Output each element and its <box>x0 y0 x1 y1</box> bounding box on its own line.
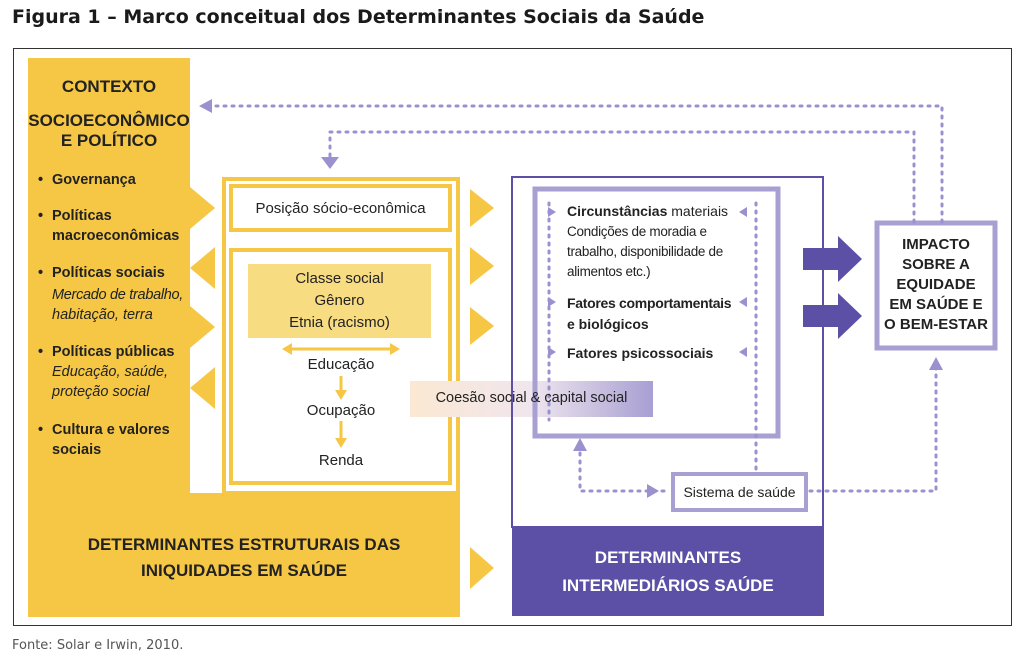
fatores-psico: Fatores psicossociais <box>567 345 714 361</box>
circunstancias-sub-2: trabalho, disponibilidade de <box>567 244 723 259</box>
impacto-line-1: IMPACTO <box>902 236 970 253</box>
circunstancias-sub-1: Condições de moradia e <box>567 224 707 239</box>
intermediarios-footer-1: DETERMINANTES <box>594 548 742 567</box>
posicao-box <box>229 184 452 232</box>
big-arrow-2 <box>803 293 862 339</box>
contexto-heading-2: SOCIOECONÔMICO <box>28 111 190 130</box>
big-arrow-1 <box>803 236 862 282</box>
coesao-label: Coesão social & capital social <box>435 390 628 406</box>
genero-label: Gênero <box>314 292 365 309</box>
sistema-box <box>671 472 808 512</box>
contexto-item-macro: • Políticas macroeconômicas <box>38 208 180 244</box>
educacao-label: Educação <box>307 356 375 373</box>
impacto-line-3: EQUIDADE <box>896 276 976 293</box>
ocupacao-label: Ocupação <box>306 402 376 419</box>
arrow-left-1 <box>190 247 215 289</box>
source-caption: Fonte: Solar e Irwin, 2010. <box>12 638 184 653</box>
contexto-heading-3: E POLÍTICO <box>60 131 158 150</box>
arrow-right-2 <box>190 306 215 348</box>
contexto-panel <box>28 58 190 516</box>
contexto-heading-1: CONTEXTO <box>61 77 157 96</box>
figure-title: Figura 1 – Marco conceitual dos Determin… <box>12 6 705 28</box>
estruturais-footer-1: DETERMINANTES ESTRUTURAIS DAS <box>87 535 401 554</box>
contexto-item-governanca: • Governança <box>38 172 136 188</box>
etnia-label: Etnia (racismo) <box>289 314 390 331</box>
circunstancias-box <box>532 186 781 439</box>
contexto-item-publicas: • Políticas públicas Educação, saúde, pr… <box>38 344 175 400</box>
impacto-box <box>874 220 998 351</box>
classe-fill <box>248 264 431 338</box>
classe-box <box>229 248 452 485</box>
renda-label: Renda <box>318 452 364 469</box>
contexto-item-cultura: • Cultura e valores sociais <box>38 422 170 458</box>
contexto-item-sociais: • Políticas sociais Mercado de trabalho,… <box>38 265 184 323</box>
estruturais-band <box>28 493 460 617</box>
arrow-left-2 <box>190 367 215 409</box>
fatores-comp-1: Fatores comportamentais <box>567 295 732 311</box>
impacto-line-4: EM SAÚDE E <box>889 296 983 313</box>
impacto-line-2: SOBRE A <box>902 256 970 273</box>
posicao-label: Posição sócio-econômica <box>255 200 426 217</box>
fatores-comp-2: e biológicos <box>567 316 649 332</box>
intermediarios-footer-2: INTERMEDIÁRIOS SAÚDE <box>562 576 774 595</box>
circunstancias-sub-3: alimentos etc.) <box>567 264 651 279</box>
arrow-mid-4 <box>470 547 494 589</box>
impacto-line-5: O BEM-ESTAR <box>884 316 988 333</box>
arrow-mid-1 <box>470 189 494 227</box>
arrow-mid-2 <box>470 247 494 285</box>
estruturais-footer-2: INIQUIDADES EM SAÚDE <box>141 561 347 580</box>
coesao-box <box>410 381 653 417</box>
arrow-mid-3 <box>470 307 494 345</box>
arrow-right-1 <box>190 187 215 229</box>
diagram-frame <box>13 48 1012 626</box>
circunstancias-label: Circunstâncias materiais <box>567 203 729 219</box>
intermediarios-band <box>512 526 824 616</box>
sistema-label: Sistema de saúde <box>683 484 796 500</box>
classe-label: Classe social <box>295 270 384 287</box>
